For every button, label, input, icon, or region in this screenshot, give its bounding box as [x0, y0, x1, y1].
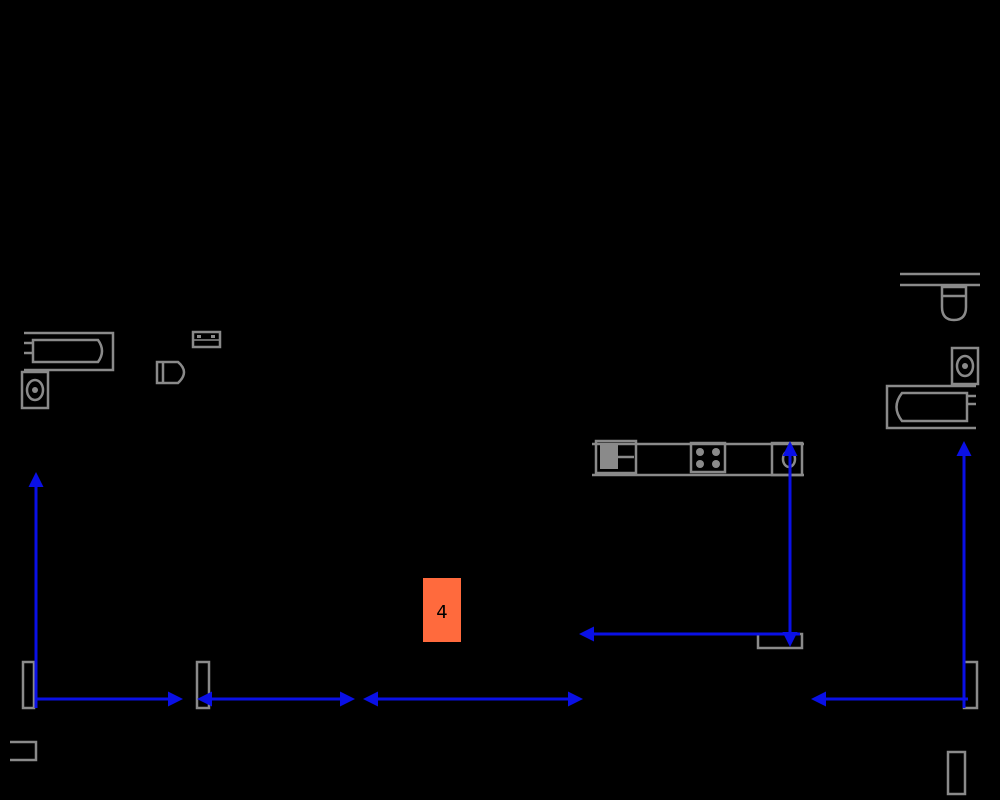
door-icon-mid-left: [195, 660, 211, 710]
sink-icon-kitchen: [770, 441, 804, 477]
bidet-icon-left: [191, 330, 222, 349]
door-icon-kitchen: [756, 632, 804, 650]
door-icon-bottom-right: [946, 750, 967, 796]
toilet-icon-left: [20, 370, 50, 410]
room-marker: 4: [423, 578, 461, 642]
room-marker-box: [423, 578, 461, 642]
toilet-icon-right: [950, 346, 980, 386]
toilet-icon-right-top: [940, 285, 968, 322]
door-icon-left: [21, 660, 36, 710]
bathtub-icon-right: [885, 384, 976, 430]
closet-icon-bottom-left: [10, 740, 38, 762]
route-paths: [28, 441, 972, 708]
fridge-icon: [594, 439, 638, 475]
stove-icon: [689, 441, 727, 474]
sink-icon-left: [155, 360, 186, 385]
wall-shelf-right: [900, 272, 980, 287]
door-icon-right: [962, 660, 979, 710]
bathtub-icon-left: [24, 331, 115, 372]
room-marker-label: 4: [436, 602, 447, 623]
